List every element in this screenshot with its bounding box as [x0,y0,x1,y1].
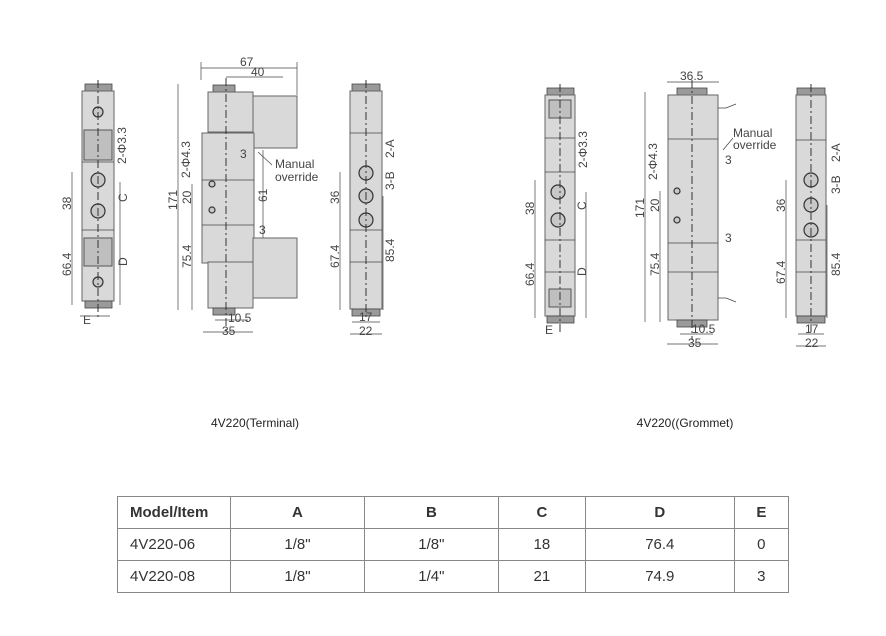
dim-17: 17 [359,310,373,324]
header-cell: E [733,496,790,529]
dim-d: D [575,267,589,276]
header-cell: C [497,496,586,529]
table-cell: 1/4" [363,560,499,593]
dim-c: C [575,201,589,210]
grommet-caption: 4V220((Grommet) [636,416,734,430]
table-header-row: Model/Item A B C D E [117,496,790,529]
dim-22: 22 [805,336,819,350]
header-cell: Model/Item [117,496,231,529]
dim-67-4: 67.4 [774,260,788,284]
dim-38: 38 [523,201,537,215]
port-b-label: 3-B [383,171,397,190]
port-b-label: 3-B [829,175,843,194]
table-cell: 0 [733,528,790,561]
dim-38: 38 [60,196,74,210]
dim-36: 36 [328,190,342,204]
grommet-end-view: 2-A 3-B 36 67.4 85.4 17 22 [774,84,843,350]
dim-17: 17 [805,322,819,336]
table-cell: 21 [497,560,586,593]
dim-20: 20 [648,198,662,212]
dim-61: 61 [256,188,270,202]
hole-label: 2-Φ4.3 [646,143,660,180]
dim-36: 36 [774,198,788,212]
dim-85-4: 85.4 [829,252,843,276]
dim-171: 171 [166,190,180,210]
table-cell: 76.4 [584,528,735,561]
dim-3-top: 3 [725,153,732,167]
manual-override-label-2: override [275,170,319,184]
hole-label: 2-Φ3.3 [576,131,590,168]
dim-35: 35 [222,324,236,338]
table-row: 4V220-08 1/8" 1/4" 21 74.9 3 [117,560,790,593]
terminal-front-view: 67 40 2-Φ4.3 171 20 75.4 3 3 61 Manual o… [166,55,319,338]
grommet-side-view: 38 66.4 C D E 2-Φ3.3 [523,84,590,337]
table-cell: 18 [497,528,586,561]
dim-85-4: 85.4 [383,238,397,262]
port-a-label: 2-A [383,139,397,158]
dim-75-4: 75.4 [648,252,662,276]
dim-d: D [116,257,130,266]
dim-66-4: 66.4 [60,252,74,276]
dim-67: 67 [240,55,254,69]
header-cell: D [584,496,735,529]
table-cell: 1/8" [230,560,365,593]
dim-75-4: 75.4 [180,244,194,268]
table-cell: 4V220-06 [117,528,231,561]
dim-10-5: 10.5 [228,311,252,325]
dim-3-top: 3 [240,147,247,161]
header-cell: A [230,496,365,529]
grommet-front-view: 36.5 Manual override 3 3 2-Φ4.3 171 20 7… [633,69,777,350]
manual-override-label: Manual [275,157,314,171]
table-cell: 1/8" [230,528,365,561]
dim-66-4: 66.4 [523,262,537,286]
table-row: 4V220-06 1/8" 1/8" 18 76.4 0 [117,528,790,561]
hole-label: 2-Φ3.3 [115,127,129,164]
dim-e: E [545,323,553,337]
dim-3-bottom: 3 [725,231,732,245]
dim-36-5: 36.5 [680,69,704,83]
manual-override-label: Manual [733,126,772,140]
dim-3-bottom: 3 [259,223,266,237]
dim-22: 22 [359,324,373,338]
header-cell: B [363,496,499,529]
hole-label: 2-Φ4.3 [179,141,193,178]
dim-67-4: 67.4 [328,244,342,268]
table-cell: 4V220-08 [117,560,231,593]
dim-171: 171 [633,198,647,218]
dimension-drawings: 38 66.4 C D E 2-Φ3.3 67 40 2-Φ4.3 171 20… [60,55,843,350]
dim-40: 40 [251,65,265,79]
dimension-table: Model/Item A B C D E 4V220-06 1/8" 1/8" … [117,496,790,593]
table-cell: 74.9 [584,560,735,593]
dim-10-5: 10.5 [692,322,716,336]
dim-35: 35 [688,336,702,350]
dim-c: C [116,193,130,202]
port-a-label: 2-A [829,143,843,162]
manual-override-label-2: override [733,138,777,152]
terminal-side-view: 38 66.4 C D E 2-Φ3.3 [60,80,130,327]
table-cell: 3 [733,560,790,593]
terminal-end-view: 2-A 3-B 36 67.4 85.4 17 22 [328,80,397,338]
terminal-caption: 4V220(Terminal) [210,416,300,430]
dim-20: 20 [180,190,194,204]
dim-e: E [83,313,91,327]
table-cell: 1/8" [363,528,499,561]
